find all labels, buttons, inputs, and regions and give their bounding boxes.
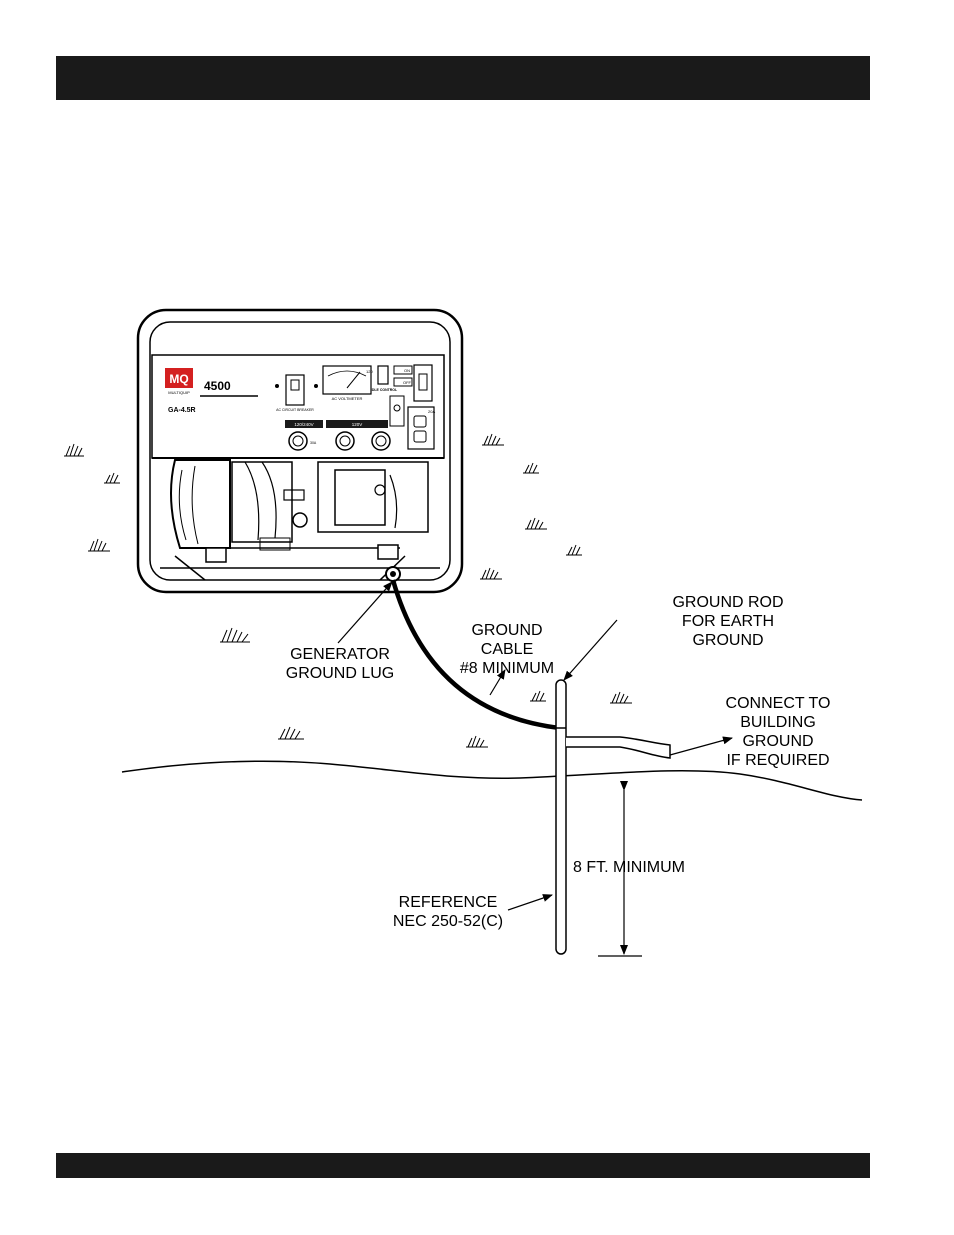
outlet-120-label: 120V xyxy=(352,422,363,427)
control-panel: MQ MULTIQUIP 4500 GA-4.5R AC CIRCUIT BRE… xyxy=(165,365,435,450)
switch-off-label: OFF xyxy=(403,380,412,385)
idle-control-label: IDLE CONTROL xyxy=(371,388,398,392)
outlet-120-left xyxy=(336,432,354,450)
generator xyxy=(138,310,462,592)
building-ground-wire xyxy=(566,737,670,758)
amp-20a-label: 20A xyxy=(428,409,435,414)
ground-rod xyxy=(556,680,566,954)
ground-lug-label: GENERATOR GROUND LUG xyxy=(276,645,404,683)
amp-30a-label: 30A xyxy=(310,441,317,445)
building-ground-label: CONNECT TO BUILDING GROUND IF REQUIRED xyxy=(716,694,840,770)
ground-cable-label: GROUND CABLE #8 MINIMUM xyxy=(450,621,564,678)
brand-sub: MULTIQUIP xyxy=(168,390,190,395)
outlet-120-right xyxy=(372,432,390,450)
ground-rod-label: GROUND ROD FOR EARTH GROUND xyxy=(660,593,796,650)
reference-label: REFERENCE NEC 250-52(C) xyxy=(386,893,510,931)
depth-label: 8 FT. MINIMUM xyxy=(566,858,692,877)
reference-arrow xyxy=(508,895,552,910)
brand-logo: MQ xyxy=(169,372,188,386)
voltmeter-value: 120 xyxy=(366,369,373,374)
grass-tufts xyxy=(64,434,632,747)
model-code: GA-4.5R xyxy=(168,407,196,414)
switch-on-label: ON xyxy=(404,368,410,373)
outlet-120-240-label: 120/240V xyxy=(294,422,313,427)
voltmeter-label: AC VOLTMETER xyxy=(332,396,363,401)
voltmeter xyxy=(323,366,371,394)
breaker-label: AC CIRCUIT BREAKER xyxy=(276,408,314,412)
ground-rod-arrow xyxy=(564,620,617,680)
idle-switch xyxy=(378,366,388,384)
model-number: 4500 xyxy=(204,379,231,393)
outlet-120-240 xyxy=(289,432,307,450)
